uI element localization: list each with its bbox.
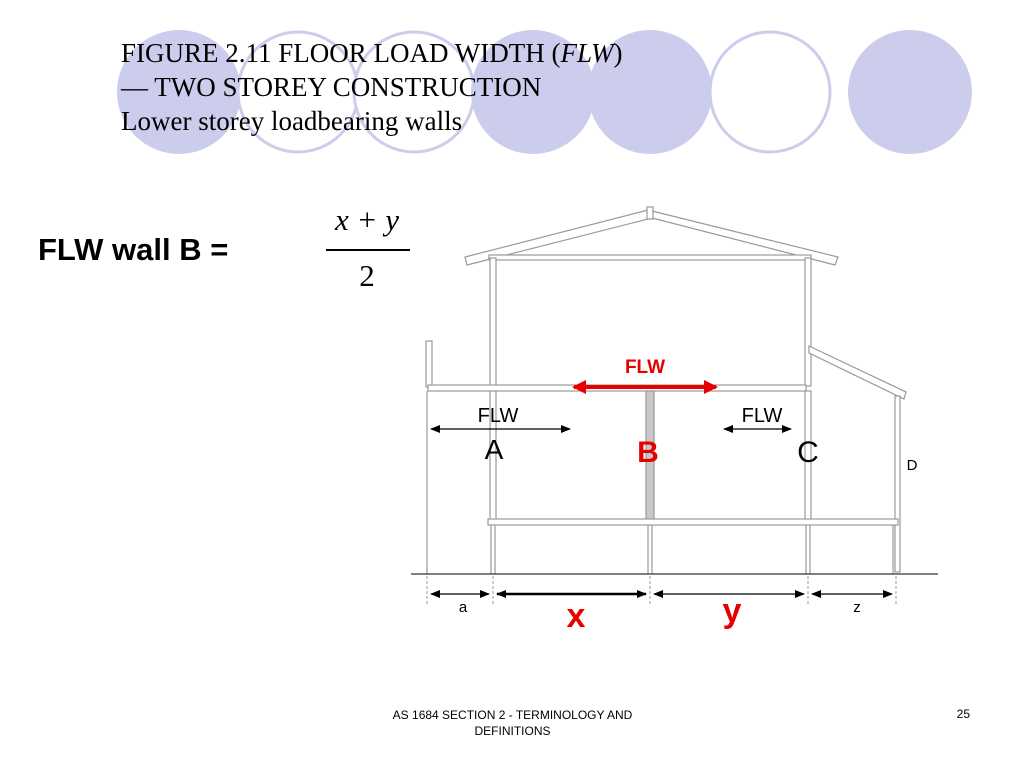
formula-fraction-bar [326, 249, 410, 251]
flw-right-label: FLW [742, 405, 783, 427]
wall-b-label: B [637, 436, 659, 469]
roof [464, 206, 839, 266]
wall-d [894, 395, 901, 573]
wall-a-label: A [485, 434, 504, 465]
flw-formula: x + y 2 [322, 202, 412, 302]
dimension-extension-lines [426, 576, 897, 604]
title-flw-italic: FLW [560, 38, 614, 68]
upper-wall-left [489, 257, 497, 387]
title-figure-text: FIGURE 2.11 FLOOR LOAD WIDTH ( [121, 38, 561, 68]
flw-left-label: FLW [478, 405, 519, 427]
title-line-1: FIGURE 2.11 FLOOR LOAD WIDTH (FLW) [121, 36, 622, 70]
decorative-circles [117, 30, 972, 154]
deco-circle-4 [471, 30, 595, 154]
slide-title: FIGURE 2.11 FLOOR LOAD WIDTH (FLW) — TWO… [121, 36, 622, 138]
upper-walls [489, 257, 812, 387]
title-line-3: Lower storey loadbearing walls [121, 106, 463, 136]
upper-wall-right [804, 257, 812, 387]
ceiling-joist [488, 254, 812, 261]
lower-floor-slab [487, 518, 899, 526]
flw-red-label: FLW [625, 357, 665, 378]
dimension-arrows [430, 425, 893, 598]
dim-y-label: y [723, 592, 742, 630]
formula-denominator: 2 [359, 258, 375, 293]
page-number: 25 [956, 707, 970, 721]
dim-a-label: a [459, 599, 468, 616]
formula-numerator: x + y [335, 202, 399, 237]
deco-circle-7 [848, 30, 972, 154]
deco-circle-6 [708, 30, 832, 154]
title-close-paren: ) [613, 38, 623, 68]
roof-ridge [646, 206, 654, 220]
dim-x-label: x [567, 597, 586, 635]
wall-d-label: D [907, 457, 918, 474]
flw-wall-b-label: FLW wall B = [38, 232, 229, 267]
lean-to-roof [808, 345, 907, 400]
deco-circle-5 [588, 30, 712, 154]
deco-circle-1 [117, 30, 241, 154]
dim-z-label: z [853, 599, 861, 616]
wall-c-label: C [797, 436, 819, 469]
stumps [490, 525, 894, 574]
slide-footer: AS 1684 SECTION 2 - TERMINOLOGY AND DEFI… [392, 708, 633, 738]
title-line-2: — TWO STOREY CONSTRUCTION [121, 72, 542, 102]
lean-to [808, 345, 907, 573]
balcony-post [425, 340, 433, 388]
